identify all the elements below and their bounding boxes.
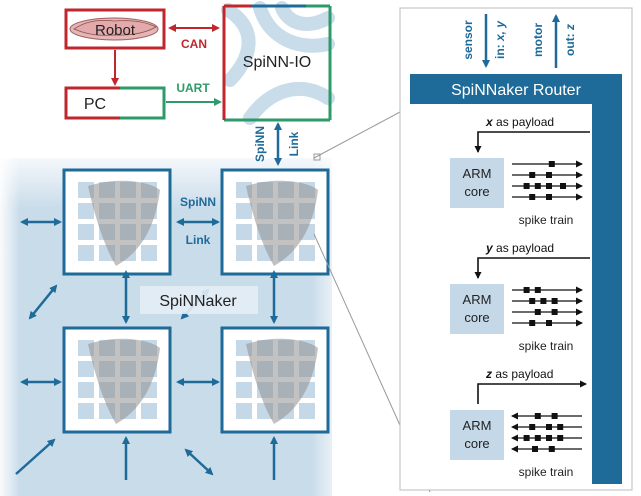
svg-text:core: core bbox=[464, 184, 489, 199]
pc-box: PC bbox=[64, 86, 166, 120]
sensor-label: sensor bbox=[461, 20, 475, 60]
spinn-io-box: SpiNN-IO bbox=[221, 1, 335, 125]
svg-text:ARM: ARM bbox=[463, 166, 492, 181]
spinnaker-chip bbox=[220, 168, 330, 276]
payload-label: z as payload bbox=[485, 367, 553, 381]
spike-train-label: spike train bbox=[519, 213, 574, 227]
zoom-line-top bbox=[313, 111, 401, 159]
robot-label: Robot bbox=[95, 22, 136, 39]
svg-text:core: core bbox=[464, 436, 489, 451]
spinnaker-chip bbox=[62, 168, 172, 276]
router-side bbox=[592, 74, 622, 484]
router-bar bbox=[410, 74, 622, 104]
svg-text:ARM: ARM bbox=[463, 292, 492, 307]
detail-panel: SpiNNaker Router sensor in: x, y motor o… bbox=[399, 7, 633, 491]
svg-text:ARM: ARM bbox=[463, 418, 492, 433]
sensor-in-label: in: x, y bbox=[493, 20, 507, 59]
spinnaker-chip bbox=[62, 326, 172, 434]
io-link-label-1: SpiNN bbox=[253, 126, 267, 162]
motor-out-label: out: z bbox=[563, 24, 577, 56]
spinnaker-chip bbox=[220, 326, 330, 434]
motor-label: motor bbox=[531, 23, 545, 57]
io-link-label-2: Link bbox=[287, 131, 301, 156]
arm-core bbox=[450, 158, 504, 208]
grid-link-label-2: Link bbox=[186, 233, 211, 247]
spinnaker-label-bg bbox=[140, 286, 258, 314]
pc-label: PC bbox=[84, 96, 106, 113]
payload-label: x as payload bbox=[485, 115, 554, 129]
router-title: SpiNNaker Router bbox=[451, 82, 582, 99]
can-label: CAN bbox=[181, 37, 207, 51]
payload-label: y as payload bbox=[485, 241, 554, 255]
arm-core bbox=[450, 284, 504, 334]
spike-train-label: spike train bbox=[519, 465, 574, 479]
svg-text:core: core bbox=[464, 310, 489, 325]
spinn-io-label: SpiNN-IO bbox=[243, 54, 311, 71]
spinnaker-label: SpiNNaker bbox=[159, 293, 237, 310]
grid-link-label-1: SpiNN bbox=[180, 195, 216, 209]
spike-train-label: spike train bbox=[519, 339, 574, 353]
uart-label: UART bbox=[176, 81, 210, 95]
arm-core bbox=[450, 410, 504, 460]
robot-box: Robot bbox=[64, 8, 166, 50]
